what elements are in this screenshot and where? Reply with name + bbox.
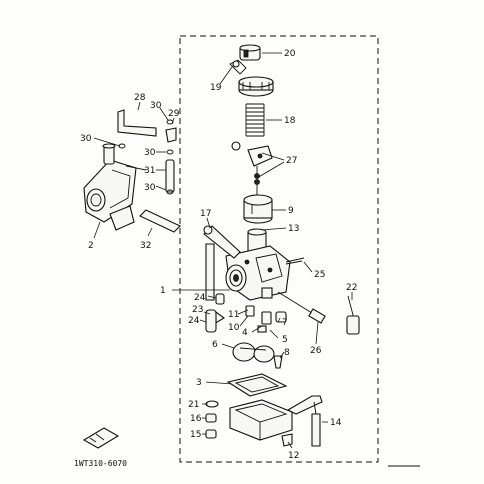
float-part <box>232 342 275 363</box>
callout-3: 3 <box>196 378 202 388</box>
callout-14: 14 <box>330 418 342 428</box>
throttle-spring-part <box>245 103 265 137</box>
carburetor-body-part <box>225 228 291 301</box>
callout-25: 25 <box>314 270 325 280</box>
callout-20: 20 <box>284 49 296 59</box>
callout-10: 10 <box>228 323 240 333</box>
callout-6: 6 <box>212 340 218 350</box>
callout-30-low: 30 <box>144 183 156 193</box>
throttle-valve-part <box>243 194 273 224</box>
callout-16: 16 <box>190 414 202 424</box>
callout-labels: 20 19 18 27 9 17 13 25 1 22 24 23 24 11 … <box>80 49 357 461</box>
footer-icon <box>82 427 120 449</box>
needle-retainer-part <box>231 141 273 200</box>
callout-13: 13 <box>288 224 299 234</box>
callout-24-upper: 24 <box>194 293 206 303</box>
callout-24-lower: 24 <box>188 316 200 326</box>
cable-adjuster-part <box>229 59 247 75</box>
drain-screws <box>205 400 293 447</box>
callout-28: 28 <box>134 93 146 103</box>
leader-lines <box>93 52 353 449</box>
callout-30-mid: 30 <box>144 148 156 158</box>
callout-29: 29 <box>168 109 180 119</box>
callout-4: 4 <box>242 328 248 338</box>
callout-31: 31 <box>144 166 155 176</box>
callout-32: 32 <box>140 241 151 251</box>
float-chamber-part <box>229 399 293 441</box>
needle-valve-part <box>273 355 283 369</box>
overflow-hose-part <box>286 395 323 447</box>
choke-lever-part <box>203 225 241 259</box>
hose-28 <box>117 109 157 137</box>
callout-5: 5 <box>282 335 288 345</box>
callout-8: 8 <box>284 348 290 358</box>
mixing-chamber-top-part <box>238 76 274 97</box>
callout-12: 12 <box>288 451 299 461</box>
vent-tube-part <box>205 243 215 301</box>
callout-7: 7 <box>282 318 288 328</box>
callout-26: 26 <box>310 346 322 356</box>
callout-30-left: 30 <box>80 134 92 144</box>
diagram-code: 1WT310-6070 <box>74 459 127 468</box>
idle-adjust-screw-part <box>346 295 360 335</box>
small-carburetor-assembly <box>83 143 147 231</box>
callout-21: 21 <box>188 400 199 410</box>
top-cap-part <box>239 44 261 61</box>
callout-30-top: 30 <box>150 101 162 111</box>
pilot-screw-part <box>285 257 305 265</box>
float-gasket-part <box>226 373 288 397</box>
callout-27: 27 <box>286 156 297 166</box>
hose-31 <box>165 159 175 193</box>
callout-17: 17 <box>200 209 211 219</box>
callout-23: 23 <box>192 305 203 315</box>
callout-18: 18 <box>284 116 296 126</box>
assembly-boundary <box>179 35 379 463</box>
small-fittings <box>245 305 287 333</box>
callout-19: 19 <box>210 83 222 93</box>
hose-32 <box>139 209 181 233</box>
callout-9: 9 <box>288 206 294 216</box>
callout-2: 2 <box>88 241 94 251</box>
callout-22: 22 <box>346 283 357 293</box>
plunger-parts <box>205 293 225 333</box>
fitting-29 <box>165 127 177 143</box>
callout-1: 1 <box>160 286 166 296</box>
callout-11: 11 <box>228 310 239 320</box>
throttle-stop-screw-part <box>277 291 326 324</box>
callout-15: 15 <box>190 430 201 440</box>
